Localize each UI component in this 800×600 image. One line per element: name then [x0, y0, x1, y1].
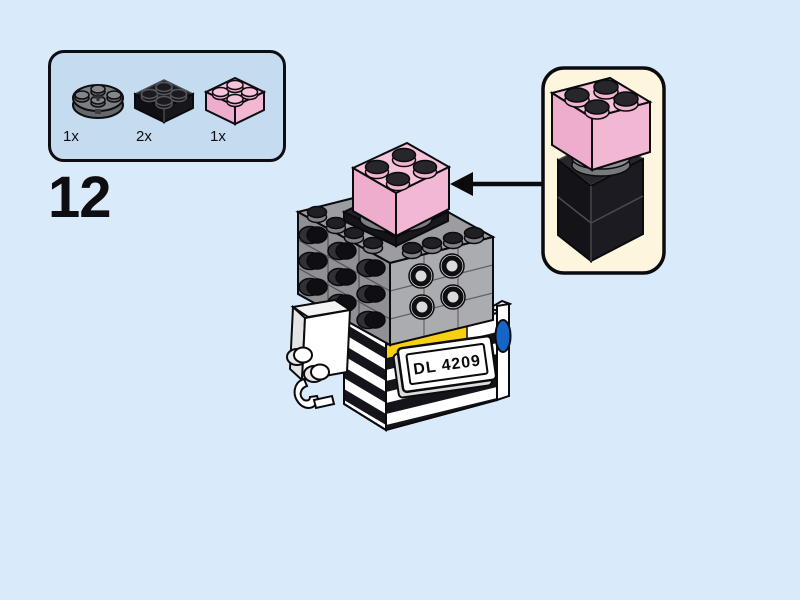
model-right-arm [487, 299, 513, 402]
head-open-stud-rings [408, 253, 466, 320]
model-top-assembly [341, 141, 452, 248]
pink-brick-studs [211, 79, 259, 108]
parts-list-box: 1x 2x 1x [48, 50, 286, 162]
blue-hand [494, 319, 512, 353]
arrow-head-icon [450, 172, 473, 196]
license-plate: DL 4209 [392, 334, 498, 399]
head-top-studs [306, 205, 485, 260]
model-left-arm [286, 298, 353, 410]
part-count-label: 1x [210, 128, 226, 145]
callout-box [541, 66, 666, 275]
part-count-label: 1x [63, 128, 79, 145]
callout-arrow [450, 172, 543, 196]
round-plate-2x2-dark-gray-icon [72, 84, 124, 119]
axle-hole-icon [93, 93, 103, 101]
brick-2x2-black-icon [133, 79, 195, 124]
part-count-label: 2x [136, 128, 152, 145]
brick-2x2-pink-icon [203, 76, 267, 126]
arm-side-studs [286, 346, 330, 383]
round-plate-studs [74, 84, 122, 108]
model-pink-brick [350, 141, 452, 238]
callout-brick-stack [549, 76, 653, 264]
black-brick-studs [140, 81, 188, 110]
step-number: 12 [48, 165, 112, 230]
